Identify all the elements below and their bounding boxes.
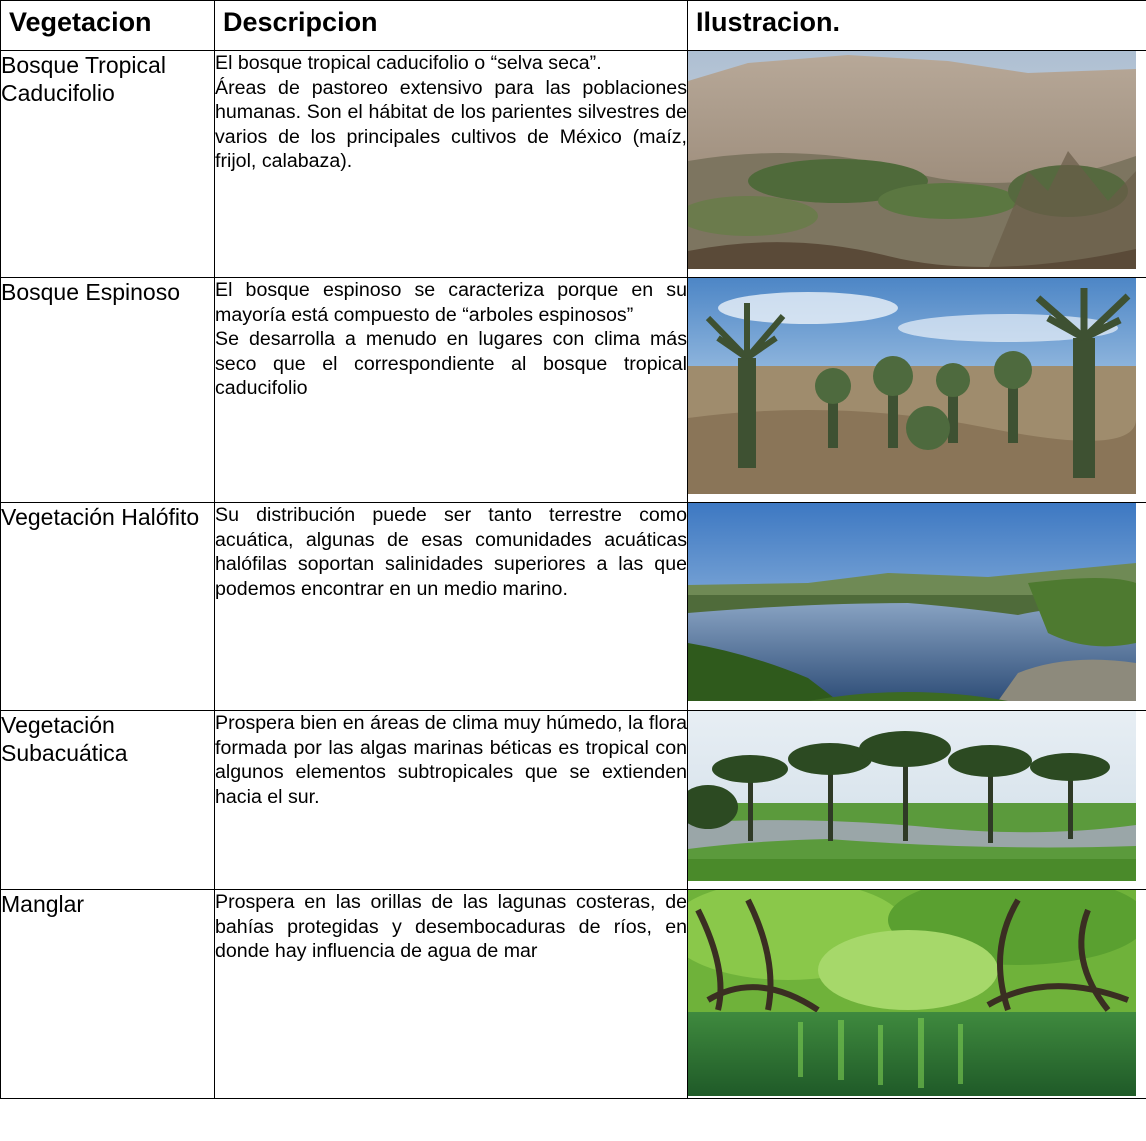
description-line: Áreas de pastoreo extensivo para las pob… bbox=[215, 76, 687, 173]
description-line: Prospera bien en áreas de clima muy húme… bbox=[215, 712, 687, 808]
description-line: Se desarrolla a menudo en lugares con cl… bbox=[215, 328, 687, 399]
table-row: Bosque Tropical Caducifolio El bosque tr… bbox=[0, 50, 1146, 278]
palm-wetland-photo bbox=[688, 711, 1136, 881]
vegetation-description: Prospera en las orillas de las lagunas c… bbox=[214, 889, 688, 1099]
description-line: Prospera en las orillas de las lagunas c… bbox=[215, 891, 687, 962]
table-row: Manglar Prospera en las orillas de las l… bbox=[0, 889, 1146, 1099]
thorn-forest-yucca-photo bbox=[688, 278, 1136, 494]
description-line: El bosque tropical caducifolio o “selva … bbox=[215, 52, 602, 74]
mangrove-water-photo bbox=[688, 890, 1136, 1096]
illustration-cell bbox=[687, 502, 1146, 711]
vegetation-description: Su distribución puede ser tanto terrestr… bbox=[214, 502, 688, 711]
description-line: Su distribución puede ser tanto terrestr… bbox=[215, 504, 687, 600]
vegetation-description: El bosque tropical caducifolio o “selva … bbox=[214, 50, 688, 278]
vegetation-description: El bosque espinoso se caracteriza porque… bbox=[214, 277, 688, 503]
header-ilustracion: Ilustracion. bbox=[687, 0, 1146, 51]
vegetation-name: Bosque Tropical Caducifolio bbox=[0, 50, 215, 278]
vegetation-table: Vegetacion Descripcion Ilustracion. Bosq… bbox=[0, 0, 1146, 1099]
vegetation-name: Bosque Espinoso bbox=[0, 277, 215, 503]
vegetation-name: Vegetación Halófito bbox=[0, 502, 215, 711]
header-vegetacion: Vegetacion bbox=[0, 0, 215, 51]
table-header-row: Vegetacion Descripcion Ilustracion. bbox=[0, 0, 1146, 51]
lagoon-halophyte-photo bbox=[688, 503, 1136, 701]
dry-forest-hillside-photo bbox=[688, 51, 1136, 269]
table-row: Vegetación Halófito Su distribución pued… bbox=[0, 502, 1146, 711]
description-line: El bosque espinoso se caracteriza porque… bbox=[215, 279, 687, 326]
illustration-cell bbox=[687, 710, 1146, 890]
table-row: Vegetación Subacuática Prospera bien en … bbox=[0, 710, 1146, 890]
vegetation-name: Vegetación Subacuática bbox=[0, 710, 215, 890]
illustration-cell bbox=[687, 889, 1146, 1099]
vegetation-name: Manglar bbox=[0, 889, 215, 1099]
illustration-cell bbox=[687, 50, 1146, 278]
illustration-cell bbox=[687, 277, 1146, 503]
header-descripcion: Descripcion bbox=[214, 0, 688, 51]
vegetation-description: Prospera bien en áreas de clima muy húme… bbox=[214, 710, 688, 890]
table-row: Bosque Espinoso El bosque espinoso se ca… bbox=[0, 277, 1146, 503]
